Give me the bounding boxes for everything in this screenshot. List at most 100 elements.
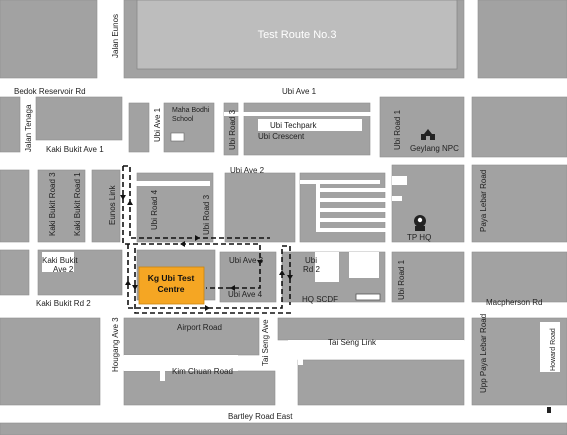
block (0, 0, 98, 79)
block (35, 96, 123, 141)
road-label: Ubi Ave 4 (228, 290, 263, 299)
block (477, 0, 567, 79)
road-label: Rd 2 (303, 265, 320, 274)
road-label: School (172, 116, 194, 123)
road-label: HQ SCDF (302, 295, 338, 304)
minor-roads (42, 112, 560, 381)
minor-road (160, 371, 165, 381)
minor-road (316, 218, 386, 222)
route-segment (127, 244, 291, 309)
block (128, 102, 150, 153)
road-label: TP HQ (407, 233, 431, 242)
block (379, 96, 465, 158)
minor-road (258, 119, 362, 131)
road-label: Geylang NPC (410, 144, 459, 153)
road-label: Hougang Ave 3 (111, 317, 120, 372)
route-arrows (120, 195, 293, 311)
minor-road (224, 112, 374, 116)
block (123, 370, 276, 406)
block (0, 422, 567, 435)
road-label: Tai Seng Ave (261, 319, 270, 366)
school-marker (170, 132, 185, 142)
road-label: Kaki Bukit (42, 256, 78, 265)
road-label: Ave 2 (53, 265, 74, 274)
minor-road (298, 345, 303, 365)
road-label: Kaki Bukit Road 1 (73, 172, 82, 236)
road-label: Ubi Road 3 (228, 109, 237, 150)
road-label: Bedok Reservoir Rd (14, 87, 86, 96)
road-label: Ubi Techpark (270, 121, 318, 130)
road-label: Bartley Road East (228, 412, 293, 421)
road-label: Tai Seng Link (328, 338, 377, 347)
minor-road (288, 340, 464, 345)
block (277, 317, 465, 341)
minor-road (132, 181, 210, 186)
block (91, 169, 121, 243)
temple-icon (421, 129, 435, 140)
block (0, 249, 30, 296)
road-label: Macpherson Rd (486, 298, 542, 307)
test-centre-box (138, 266, 205, 305)
block (471, 164, 567, 243)
map-edge-marker (547, 407, 551, 413)
road-label: Jalan Tenaga (24, 104, 33, 152)
block (219, 251, 277, 303)
minor-road (42, 252, 74, 272)
minor-road (316, 198, 386, 202)
road-label: Howard Road (550, 328, 557, 371)
block (471, 96, 567, 158)
block (0, 169, 30, 243)
road-label: Eunos Link (108, 184, 117, 225)
minor-road (316, 228, 386, 232)
road-label: Maha Bodhi (172, 107, 210, 114)
block (163, 102, 215, 153)
road-label: Ubi Ave 1 (153, 107, 162, 142)
block (391, 251, 465, 303)
police-icon (414, 215, 426, 231)
test-route-banner (136, 0, 458, 70)
road-label: Kaki Bukit Rd 2 (36, 299, 91, 308)
block (0, 317, 101, 406)
route-segment (122, 166, 261, 289)
minor-road (300, 180, 380, 184)
road-label: Kim Chuan Road (172, 367, 233, 376)
block (224, 172, 296, 243)
block (471, 251, 567, 303)
minor-road (315, 252, 339, 282)
road-label: Ubi Crescent (258, 132, 305, 141)
road-label: Ubi Road 1 (393, 109, 402, 150)
road-label: Ubi Ave 3 (229, 256, 264, 265)
road-label: Ubi Road 4 (150, 189, 159, 230)
scdf-marker (355, 293, 381, 301)
minor-road (316, 188, 386, 192)
map-labels: Test Route No.3 Kg Ubi Test Centre Jalan… (14, 14, 557, 421)
road-label: Kaki Bukit Road 3 (48, 172, 57, 236)
road-label: Upp Paya Lebar Road (479, 314, 488, 393)
road-label: Ubi Ave 1 (282, 87, 317, 96)
road-label: Ubi (305, 256, 317, 265)
minor-road (349, 252, 379, 278)
block (0, 96, 21, 153)
road-label: Ubi Ave 2 (230, 166, 265, 175)
route-banner-title: Test Route No.3 (258, 29, 337, 41)
block (297, 359, 465, 406)
minor-road (316, 208, 386, 212)
road-label: Paya Lebar Road (479, 170, 488, 232)
block (37, 169, 86, 243)
minor-road (392, 196, 402, 201)
minor-road (540, 322, 560, 372)
block (123, 317, 260, 356)
route-segment (134, 248, 293, 314)
minor-road (124, 355, 238, 371)
road-label: Ubi Road 3 (202, 194, 211, 235)
road-label: Ubi Road 1 (397, 259, 406, 300)
centre-label-line2: Centre (158, 284, 185, 294)
road-label: Airport Road (177, 323, 222, 332)
road-label: Kaki Bukit Ave 1 (46, 145, 104, 154)
road-label: Jalan Eunos (111, 14, 120, 58)
minor-road (392, 176, 407, 185)
centre-label-line1: Kg Ubi Test (148, 273, 195, 283)
